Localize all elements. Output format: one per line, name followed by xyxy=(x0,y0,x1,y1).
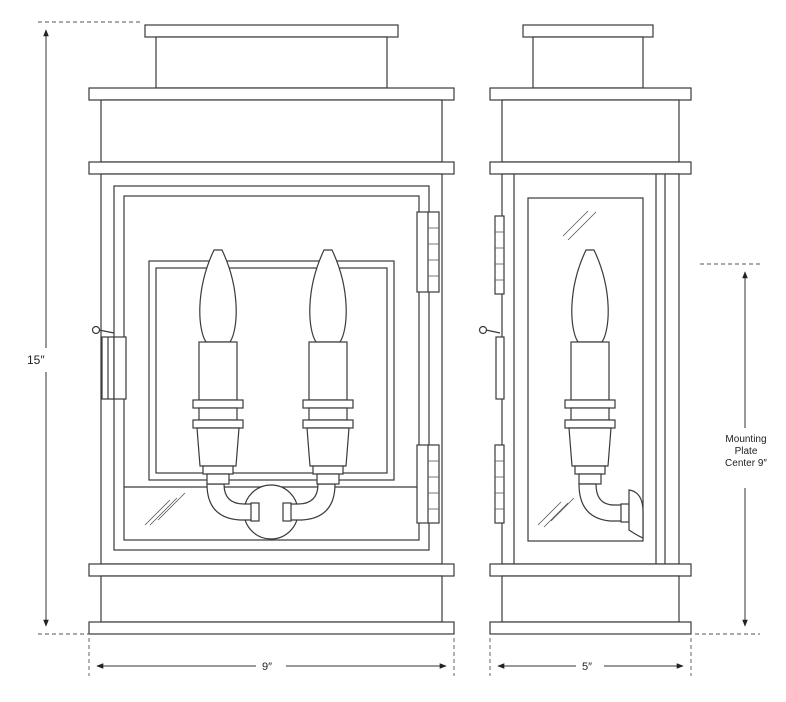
candle-bulb xyxy=(192,249,244,485)
sconce-arm xyxy=(578,483,644,539)
glass-reflection xyxy=(537,210,597,528)
mounting-label-line: Center 9″ xyxy=(725,458,767,469)
door-latch xyxy=(478,325,505,400)
mounting-label-line: Plate xyxy=(734,446,758,457)
side-width-label: 5″ xyxy=(582,661,593,673)
door-hinge xyxy=(416,444,440,524)
door-latch xyxy=(91,325,127,400)
dimension-lines xyxy=(38,21,760,676)
front-view xyxy=(88,24,455,635)
height-label: 15″ xyxy=(27,353,45,367)
sconce-arm xyxy=(206,483,336,540)
door-hinge xyxy=(494,215,505,295)
door-hinge xyxy=(416,211,440,293)
glass-reflection xyxy=(144,492,186,526)
front-width-label: 9″ xyxy=(262,661,273,673)
door-hinge xyxy=(494,444,505,524)
candle-bulb xyxy=(302,249,354,485)
mounting-label-line: Mounting xyxy=(725,434,767,445)
side-view xyxy=(478,24,692,635)
mounting-plate-label: Mounting Plate Center 9″ xyxy=(710,434,782,470)
candle-bulb xyxy=(564,249,616,485)
